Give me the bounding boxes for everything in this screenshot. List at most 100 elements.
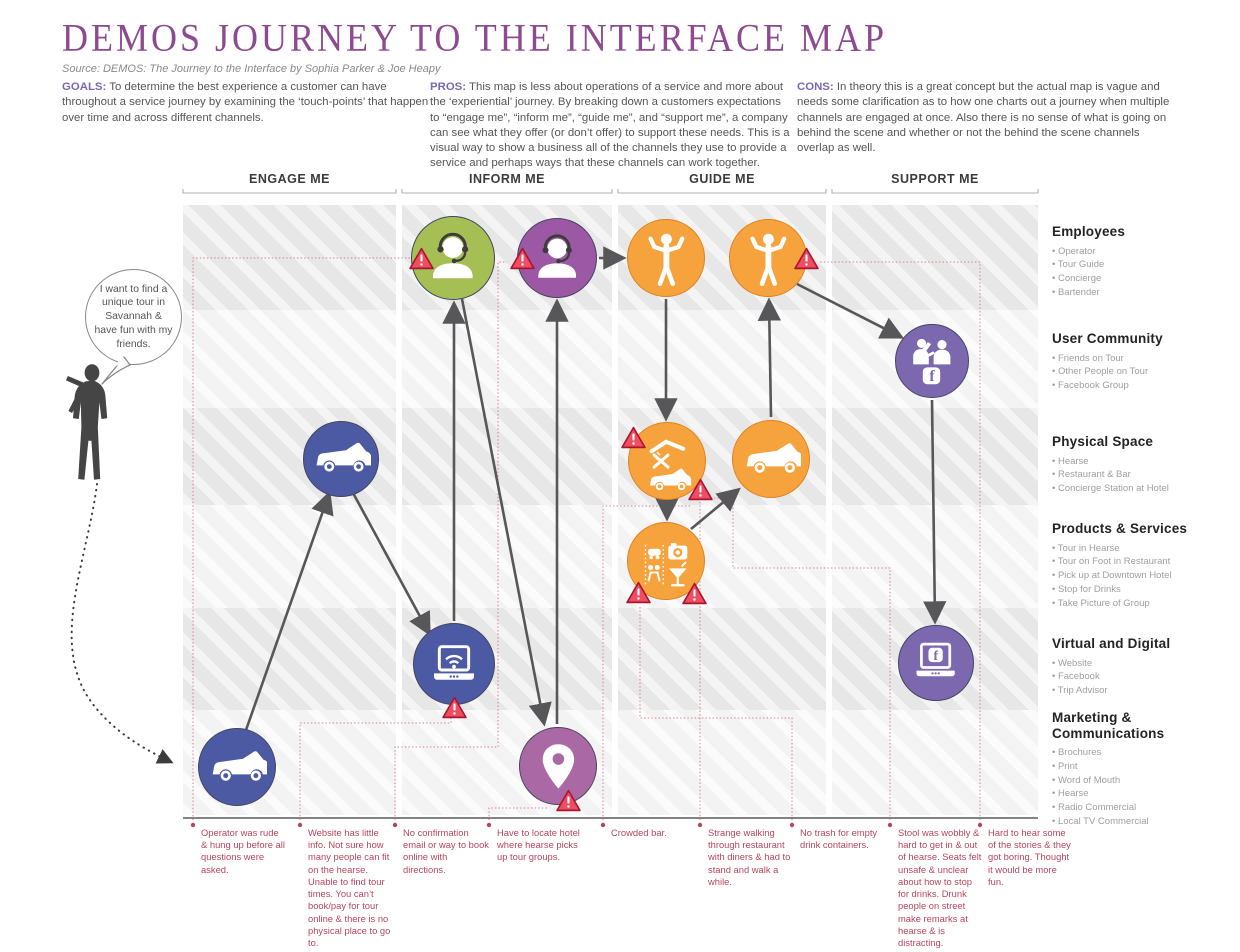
- note-8: Stool was wobbly & hard to get in & out …: [898, 827, 982, 948]
- row-label-item: Facebook: [1052, 670, 1236, 684]
- row-label-physical-space: Physical SpaceHearseRestaurant & BarConc…: [1052, 434, 1236, 496]
- row-label-title: Marketing & Communications: [1052, 710, 1165, 741]
- row-label-items: HearseRestaurant & BarConcierge Station …: [1052, 455, 1236, 496]
- hearse-icon: [746, 442, 802, 473]
- row-label-item: Facebook Group: [1052, 379, 1236, 393]
- row-label-item: Brochures: [1052, 746, 1236, 760]
- row-label-item: Restaurant & Bar: [1052, 468, 1236, 482]
- note-2: Website has little info. Not sure how ma…: [308, 827, 391, 948]
- row-label-items: BrochuresPrintWord of MouthHearseRadio C…: [1052, 746, 1236, 829]
- row-label-item: Tour Guide: [1052, 258, 1236, 272]
- tour-guide-icon: [648, 233, 684, 286]
- row-label-items: WebsiteFacebookTrip Advisor: [1052, 657, 1236, 698]
- node-hearse-marketing: [198, 728, 276, 806]
- cons-paragraph: CONS: In theory this is a great concept …: [797, 80, 1180, 156]
- note-5: Crowded bar.: [611, 827, 667, 838]
- pros-paragraph: PROS: This map is less about operations …: [430, 80, 793, 172]
- column-gap-2: [612, 205, 618, 815]
- row-label-title: Employees: [1052, 224, 1126, 239]
- node-hearse-physical: [303, 421, 379, 497]
- row-label-user-community: User CommunityFriends on TourOther Peopl…: [1052, 331, 1236, 393]
- row-label-item: Radio Commercial: [1052, 801, 1236, 815]
- row-label-item: Bartender: [1052, 286, 1236, 300]
- column-header-support-me: SUPPORT ME: [891, 172, 979, 186]
- laptop-facebook-icon: f: [916, 643, 956, 677]
- row-label-title: Virtual and Digital: [1052, 636, 1171, 651]
- warning-icon: [620, 425, 647, 450]
- row-label-item: Print: [1052, 760, 1236, 774]
- column-header-inform-me: INFORM ME: [468, 172, 546, 186]
- row-label-items: OperatorTour GuideConciergeBartender: [1052, 245, 1236, 300]
- pros-text: This map is less about operations of a s…: [430, 81, 790, 170]
- location-pin-icon: [542, 743, 574, 789]
- goals-label: GOALS:: [62, 81, 107, 93]
- node-website: [413, 623, 495, 705]
- row-label-items: Friends on TourOther People on TourFaceb…: [1052, 352, 1236, 393]
- note-7: No trash for empty drink containers.: [800, 827, 878, 851]
- row-label-item: Friends on Tour: [1052, 352, 1236, 366]
- cons-label: CONS:: [797, 81, 834, 93]
- cons-text: In theory this is a great concept but th…: [797, 81, 1170, 155]
- row-label-title: Products & Services: [1052, 521, 1188, 536]
- column-gap-3: [826, 205, 832, 815]
- title-block: DEMOS JOURNEY TO THE INTERFACE MAP Sourc…: [62, 14, 887, 75]
- node-facebook: f: [898, 625, 974, 701]
- tour-guide-icon: [750, 233, 786, 286]
- speech-bubble: I want to find a unique tour in Savannah…: [85, 269, 182, 365]
- row-label-items: Tour in HearseTour on Foot in Restaurant…: [1052, 542, 1236, 611]
- restaurant-hearse-icon: [649, 439, 691, 490]
- svg-text:f: f: [934, 648, 939, 663]
- row-label-item: Operator: [1052, 245, 1236, 259]
- band-row-4: [183, 505, 1038, 608]
- row-label-item: Local TV Commercial: [1052, 815, 1236, 829]
- row-label-virtual-and-digital: Virtual and DigitalWebsiteFacebookTrip A…: [1052, 636, 1236, 698]
- warning-icon: [687, 477, 714, 502]
- note-4: Have to locate hotel where hearse picks …: [497, 827, 580, 863]
- row-label-products-services: Products & ServicesTour in HearseTour on…: [1052, 521, 1236, 610]
- row-label-item: Tour in Hearse: [1052, 542, 1236, 556]
- row-label-item: Word of Mouth: [1052, 774, 1236, 788]
- row-label-item: Stop for Drinks: [1052, 583, 1236, 597]
- note-9: Hard to hear some of the stories & they …: [988, 827, 1071, 887]
- node-call-operator-2: [517, 218, 597, 298]
- column-header-guide-me: GUIDE ME: [689, 172, 755, 186]
- speech-bubble-text: I want to find a unique tour in Savannah…: [94, 283, 173, 350]
- row-label-item: Hearse: [1052, 455, 1236, 469]
- warning-icon: [509, 246, 536, 271]
- warning-icon: [793, 246, 820, 271]
- row-label-item: Website: [1052, 657, 1236, 671]
- svg-text:f: f: [930, 368, 936, 385]
- source-line: Source: DEMOS: The Journey to the Interf…: [62, 63, 441, 75]
- node-tour-guide-2: [729, 219, 807, 297]
- note-6: Strange walking through restaurant with …: [708, 827, 791, 887]
- goals-text: To determine the best experience a custo…: [62, 81, 429, 124]
- warning-icon: [441, 695, 468, 720]
- warning-icon: [625, 580, 652, 605]
- node-hotel-pickup: [519, 727, 597, 805]
- note-3: No confirmation email or way to book onl…: [403, 827, 489, 875]
- headset-operator-icon: [538, 234, 576, 278]
- page-title: DEMOS JOURNEY TO THE INTERFACE MAP: [62, 15, 888, 60]
- row-label-item: Tour on Foot in Restaurant: [1052, 555, 1236, 569]
- warning-icon: [681, 581, 708, 606]
- band-row-6: [183, 710, 1038, 815]
- hearse-icon: [316, 443, 371, 473]
- row-label-title: Physical Space: [1052, 434, 1154, 449]
- community-facebook-icon: f: [913, 339, 951, 385]
- node-tour-guide-1: [627, 219, 705, 297]
- row-label-item: Pick up at Downtown Hotel: [1052, 569, 1236, 583]
- row-label-item: Trip Advisor: [1052, 684, 1236, 698]
- pros-label: PROS:: [430, 81, 467, 93]
- row-label-item: Concierge Station at Hotel: [1052, 482, 1236, 496]
- row-label-item: Take Picture of Group: [1052, 597, 1236, 611]
- column-header-engage-me: ENGAGE ME: [249, 172, 330, 186]
- row-label-title: User Community: [1052, 331, 1163, 346]
- warning-icon: [555, 788, 582, 813]
- band-row-1: [183, 205, 1038, 310]
- row-label-employees: EmployeesOperatorTour GuideConciergeBart…: [1052, 224, 1236, 300]
- row-label-marketing-communications: Marketing & CommunicationsBrochuresPrint…: [1052, 710, 1236, 829]
- column-gap-1: [396, 205, 402, 815]
- row-label-item: Other People on Tour: [1052, 365, 1236, 379]
- node-restaurant-stop: [628, 422, 706, 500]
